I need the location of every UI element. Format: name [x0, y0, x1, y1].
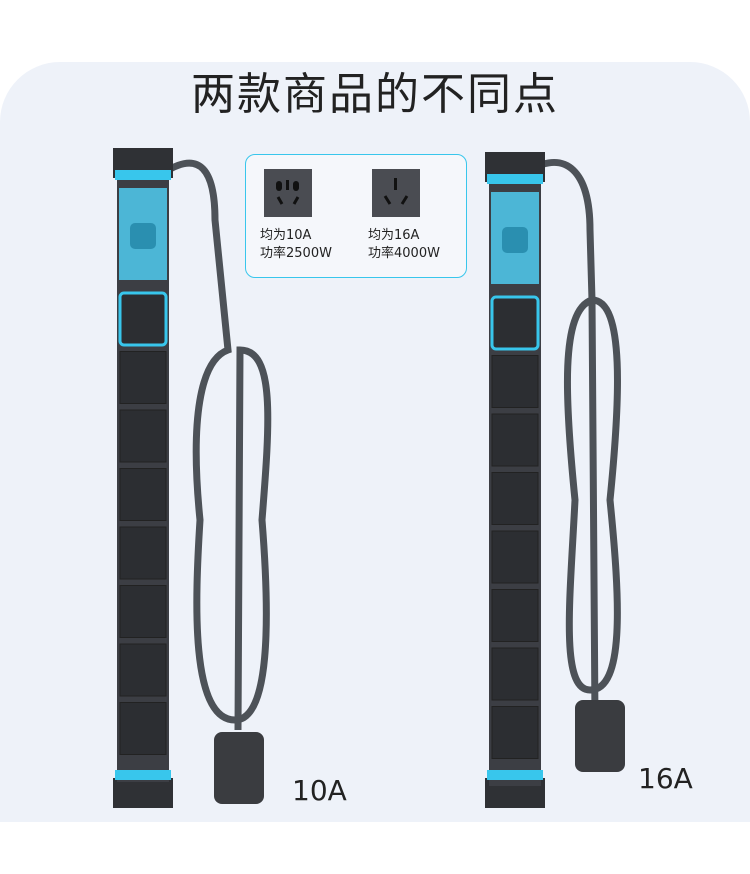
- power-switch-icon: [130, 223, 156, 249]
- power-switch-icon: [502, 227, 528, 253]
- spec-10a: 均为10A 功率2500W: [260, 227, 332, 263]
- spec-16a: 均为16A 功率4000W: [368, 227, 440, 263]
- spec-current: 均为10A: [260, 228, 312, 243]
- outlet-icon: [491, 355, 539, 408]
- outlet-icon: [119, 351, 167, 404]
- rating-label-16a: 16A: [638, 762, 693, 795]
- outlet-icon: [119, 702, 167, 755]
- socket-16a-icon: [372, 169, 420, 217]
- outlet-icon: [490, 295, 540, 351]
- spec-power: 功率4000W: [368, 246, 440, 261]
- outlet-icon: [491, 472, 539, 525]
- strip-cap: [115, 770, 171, 780]
- plug-16a: [575, 700, 625, 772]
- outlet-icon: [491, 589, 539, 642]
- comparison-box: 均为10A 功率2500W 均为16A 功率4000W: [245, 154, 467, 278]
- outlet-icon: [118, 291, 168, 347]
- page-title: 两款商品的不同点: [191, 69, 559, 120]
- strip-cap: [115, 170, 171, 180]
- outlet-icon: [119, 409, 167, 463]
- spec-current: 均为16A: [368, 228, 420, 243]
- outlet-icon: [491, 647, 539, 701]
- socket-10a-icon: [264, 169, 312, 217]
- plug-10a: [214, 732, 264, 804]
- strip-cap: [487, 770, 543, 780]
- strip-cap: [487, 174, 543, 184]
- spec-power: 功率2500W: [260, 246, 332, 261]
- outlet-icon: [119, 585, 167, 638]
- outlet-icon: [491, 413, 539, 467]
- mount-bracket: [113, 778, 173, 808]
- outlet-icon: [491, 530, 539, 584]
- outlet-icon: [119, 643, 167, 697]
- power-cord: [528, 159, 621, 721]
- outlet-icon: [119, 468, 167, 521]
- power-cord: [163, 159, 272, 731]
- outlet-icon: [119, 526, 167, 580]
- outlet-icon: [491, 706, 539, 759]
- rating-label-10a: 10A: [292, 774, 347, 807]
